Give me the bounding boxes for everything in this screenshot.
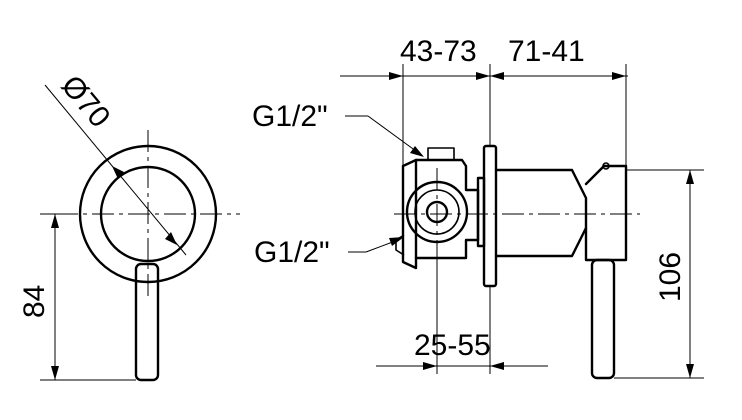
left-dim-arrow-top (51, 214, 59, 228)
left-dim-arrow-bottom (51, 366, 59, 380)
lever-handle (134, 262, 160, 382)
handle-hub (584, 164, 628, 262)
diameter-arrow-2 (165, 232, 177, 245)
thread-bottom-arrow (389, 237, 404, 246)
left-height-dimension: 84 (18, 213, 136, 381)
side-lever-handle (590, 258, 616, 380)
top-arrow-left (389, 72, 403, 80)
valve-top-port (427, 147, 455, 160)
top-left-label: 43-73 (400, 35, 477, 68)
thread-top-arrow (410, 146, 424, 157)
thread-top-label: G1/2" (252, 100, 328, 133)
diameter-arrow-1 (112, 166, 124, 179)
valve-back-plate (401, 158, 418, 270)
flange-collar (476, 176, 486, 248)
bottom-mid-label: 25-55 (414, 329, 491, 362)
right-height-dimension: 106 (614, 169, 704, 379)
bottom-arrow-left (423, 362, 437, 370)
diameter-label: Ø70 (55, 69, 117, 134)
bottom-dimension: 25-55 (376, 244, 548, 374)
top-arrow-right (612, 72, 626, 80)
thread-top-leader (367, 115, 421, 155)
right-arrow-top (686, 170, 694, 184)
top-right-label: 71-41 (508, 35, 585, 68)
top-arrow-mid-left (476, 72, 490, 80)
top-dimension-chain: 43-73 71-41 (340, 35, 628, 166)
bottom-arrow-right (490, 362, 504, 370)
hub-screw (602, 162, 610, 170)
right-height-label: 106 (654, 252, 687, 302)
thread-labels: G1/2" G1/2" (252, 100, 424, 269)
left-height-label: 84 (18, 285, 51, 318)
right-arrow-bottom (686, 364, 694, 378)
top-arrow-mid-right (490, 72, 504, 80)
wall-flange (482, 144, 498, 288)
front-view: Ø70 (44, 69, 240, 382)
mixer-body (494, 168, 588, 258)
thread-bottom-label: G1/2" (254, 236, 330, 269)
